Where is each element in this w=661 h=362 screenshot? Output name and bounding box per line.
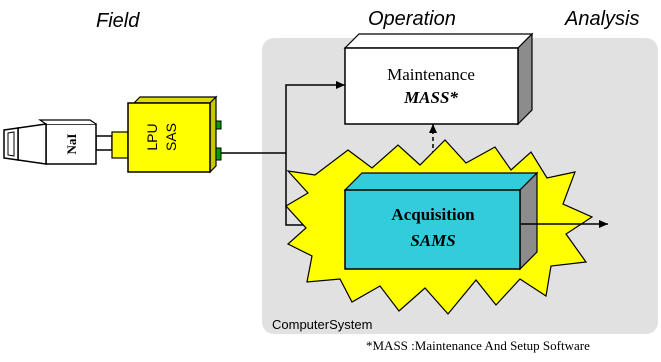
- lpu-sas-unit: LPU SAS: [111, 95, 222, 174]
- maintenance-box: Maintenance MASS*: [343, 32, 534, 126]
- sas-label: SAS: [163, 123, 179, 151]
- footnote: *MASS :Maintenance And Setup Software: [366, 338, 590, 353]
- header-analysis: Analysis: [564, 8, 639, 30]
- connector-top: [215, 120, 222, 130]
- header-operation: Operation: [368, 8, 456, 30]
- connector-bottom: [215, 147, 222, 161]
- acquisition-software: SAMS: [410, 231, 455, 250]
- maintenance-software: MASS*: [403, 88, 458, 107]
- nai-label: NaI: [64, 134, 79, 155]
- arrow-to-maintenance: [285, 81, 345, 153]
- nai-detector: NaI: [3, 119, 113, 165]
- acquisition-title: Acquisition: [391, 205, 475, 224]
- maintenance-title: Maintenance: [387, 65, 475, 84]
- computer-system-label: ComputerSystem: [272, 317, 372, 332]
- lpu-label: LPU: [144, 123, 160, 150]
- header-field: Field: [96, 10, 140, 32]
- acquisition-box: Acquisition SAMS: [343, 171, 539, 271]
